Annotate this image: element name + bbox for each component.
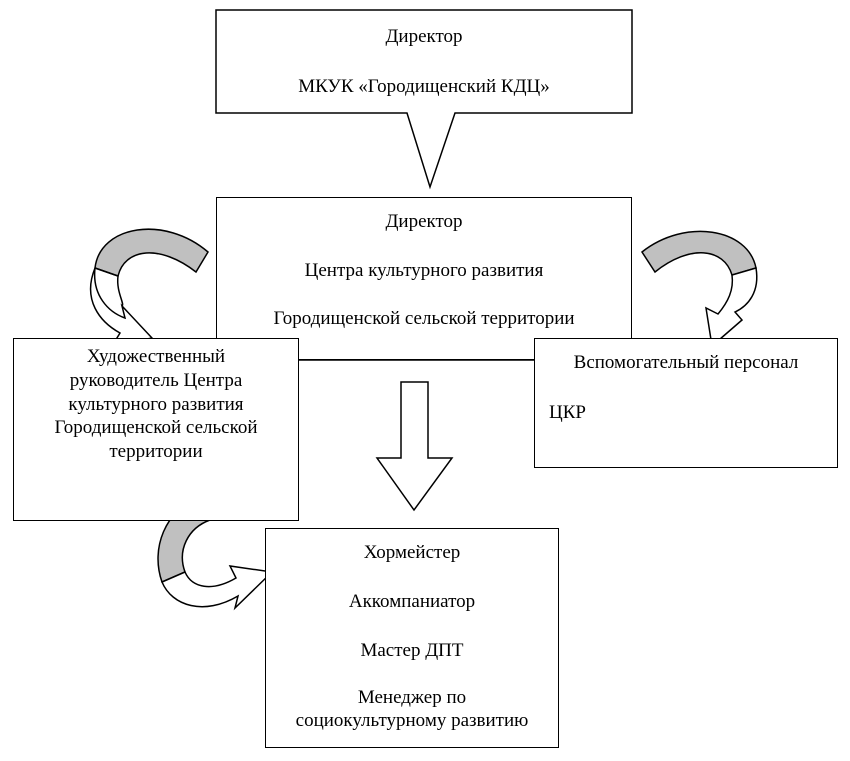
art-director-line: Художественный bbox=[86, 346, 226, 367]
staff-manager: Менеджер по социокультурному развитию bbox=[266, 686, 558, 732]
director-ckr-org-line2: Городищенской сельской территории bbox=[273, 308, 575, 329]
director-ckr-title: Директор bbox=[385, 211, 463, 232]
director-ckr-org-line1: Центра культурного развития bbox=[304, 260, 544, 281]
box-director-mkuk: Директор МКУК «Городищенский КДЦ» bbox=[216, 10, 632, 113]
art-director-line: территории bbox=[109, 441, 203, 462]
art-director-line: Городищенской сельской bbox=[54, 417, 258, 439]
staff-manager-line1: Менеджер по bbox=[357, 687, 467, 708]
speech-bubble-shape bbox=[215, 9, 633, 190]
box-staff-list: Хормейстер Аккомпаниатор Мастер ДПТ Мене… bbox=[265, 528, 559, 748]
curved-arrow-left bbox=[89, 228, 209, 348]
art-director-line: культурного развития bbox=[68, 393, 244, 415]
art-director-line: руководитель Центра bbox=[69, 369, 243, 391]
support-staff-unit: ЦКР bbox=[549, 402, 586, 423]
box-art-director: Художественный руководитель Центра культ… bbox=[13, 338, 299, 521]
director-mkuk-title: Директор bbox=[385, 26, 463, 47]
staff-accompanist: Аккомпаниатор bbox=[348, 591, 476, 612]
staff-manager-line2: социокультурному развитию bbox=[295, 710, 529, 732]
curved-arrow-right bbox=[640, 230, 758, 348]
down-arrow bbox=[375, 381, 454, 512]
support-staff-title: Вспомогательный персонал bbox=[573, 352, 799, 373]
staff-dpt-master: Мастер ДПТ bbox=[360, 640, 464, 661]
box-support-staff: Вспомогательный персонал ЦКР bbox=[534, 338, 838, 468]
box-director-ckr: Директор Центра культурного развития Гор… bbox=[216, 197, 632, 360]
director-mkuk-org: МКУК «Городищенский КДЦ» bbox=[298, 76, 550, 97]
staff-choirmaster: Хормейстер bbox=[363, 542, 461, 563]
